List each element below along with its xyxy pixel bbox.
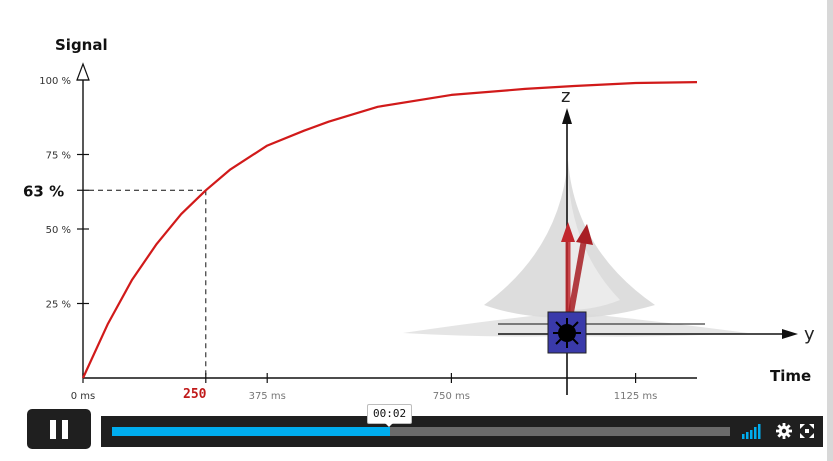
y-ticks: 25 % 50 % 75 % 100 % [39, 76, 89, 311]
player-control-bar [101, 416, 823, 447]
signal-curve [82, 81, 698, 379]
z-axis-label: z [561, 86, 570, 107]
volume-icon[interactable] [742, 424, 764, 439]
x-tick-label: 750 ms [433, 391, 470, 402]
y-tick-label: 75 % [46, 151, 71, 162]
precession-cone-highlight [568, 175, 620, 310]
progress-bar[interactable] [112, 427, 730, 436]
z-axis-arrow [562, 108, 572, 124]
highlight-x-label: 250 [183, 387, 207, 402]
pause-button[interactable] [27, 409, 91, 449]
y-tick-label: 25 % [46, 300, 71, 311]
magnetization-diagram: z y [403, 86, 815, 395]
x-axis-title: Time [770, 367, 811, 385]
highlight-y-label: 63 % [23, 182, 64, 200]
x-tick-label: 375 ms [249, 391, 286, 402]
magnetization-vector-tilted-head [576, 224, 593, 245]
x-tick-label: 1125 ms [614, 391, 658, 402]
magnetization-vector-tilted [567, 239, 587, 319]
x-tick-label: 0 ms [71, 391, 96, 402]
magnetization-vector-z-head [561, 222, 575, 242]
fullscreen-icon[interactable] [800, 424, 814, 438]
y-tick-label: 50 % [46, 225, 71, 236]
y-axis-diagram-label: y [804, 324, 815, 345]
timecode-tooltip: 00:02 [367, 404, 413, 424]
y-axis-arrow [76, 62, 90, 81]
pause-icon-left-bar [50, 420, 56, 439]
progress-fill [112, 427, 391, 436]
proton-spikes [553, 318, 581, 348]
gear-icon[interactable] [776, 423, 792, 439]
timecode-tooltip-pointer [384, 422, 394, 427]
y-tick-label: 100 % [39, 76, 71, 87]
y-axis-diagram-arrow [782, 329, 798, 339]
y-axis-title: Signal [55, 36, 108, 54]
pause-icon-right-bar [62, 420, 68, 439]
